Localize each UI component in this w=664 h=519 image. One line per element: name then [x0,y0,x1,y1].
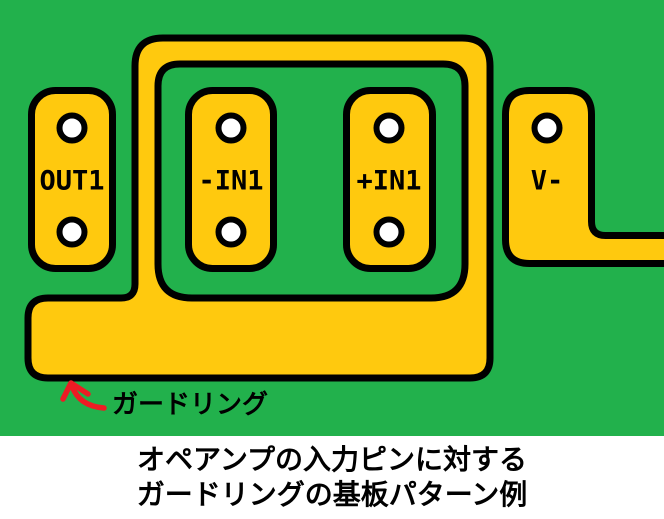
pad-v-minus: V- [502,87,664,267]
figure-caption: オペアンプの入力ピンに対する ガードリングの基板パターン例 [0,436,664,519]
pcb-diagram: OUT1 -IN1 +IN1 V- ガードリング [0,0,664,436]
arrow-head [60,380,91,402]
pad-v-minus-label: V- [531,166,564,197]
through-hole-icon [531,112,563,144]
caption-line-1: オペアンプの入力ピンに対する [136,444,528,475]
pad-minus-in1-label: -IN1 [198,166,263,197]
pad-minus-in1-copper [185,87,277,272]
pad-out1-copper [28,87,116,272]
pad-plus-in1-copper [343,87,436,272]
through-hole-icon [373,112,405,144]
through-hole-icon [56,216,88,248]
through-hole-icon [373,216,405,248]
pad-plus-in1: +IN1 [343,87,436,272]
guard-ring-arrow-icon [60,380,107,411]
pad-out1: OUT1 [28,87,116,272]
arrow-tail [69,383,107,411]
guard-ring-annotation-label: ガードリング [112,389,268,419]
through-hole-icon [56,112,88,144]
caption-line-2: ガードリングの基板パターン例 [136,479,528,510]
guard-ring-trace [24,34,494,382]
pad-out1-label: OUT1 [39,166,104,197]
pad-plus-in1-label: +IN1 [356,166,421,197]
through-hole-icon [215,112,247,144]
pad-minus-in1: -IN1 [185,87,277,272]
through-hole-icon [215,216,247,248]
